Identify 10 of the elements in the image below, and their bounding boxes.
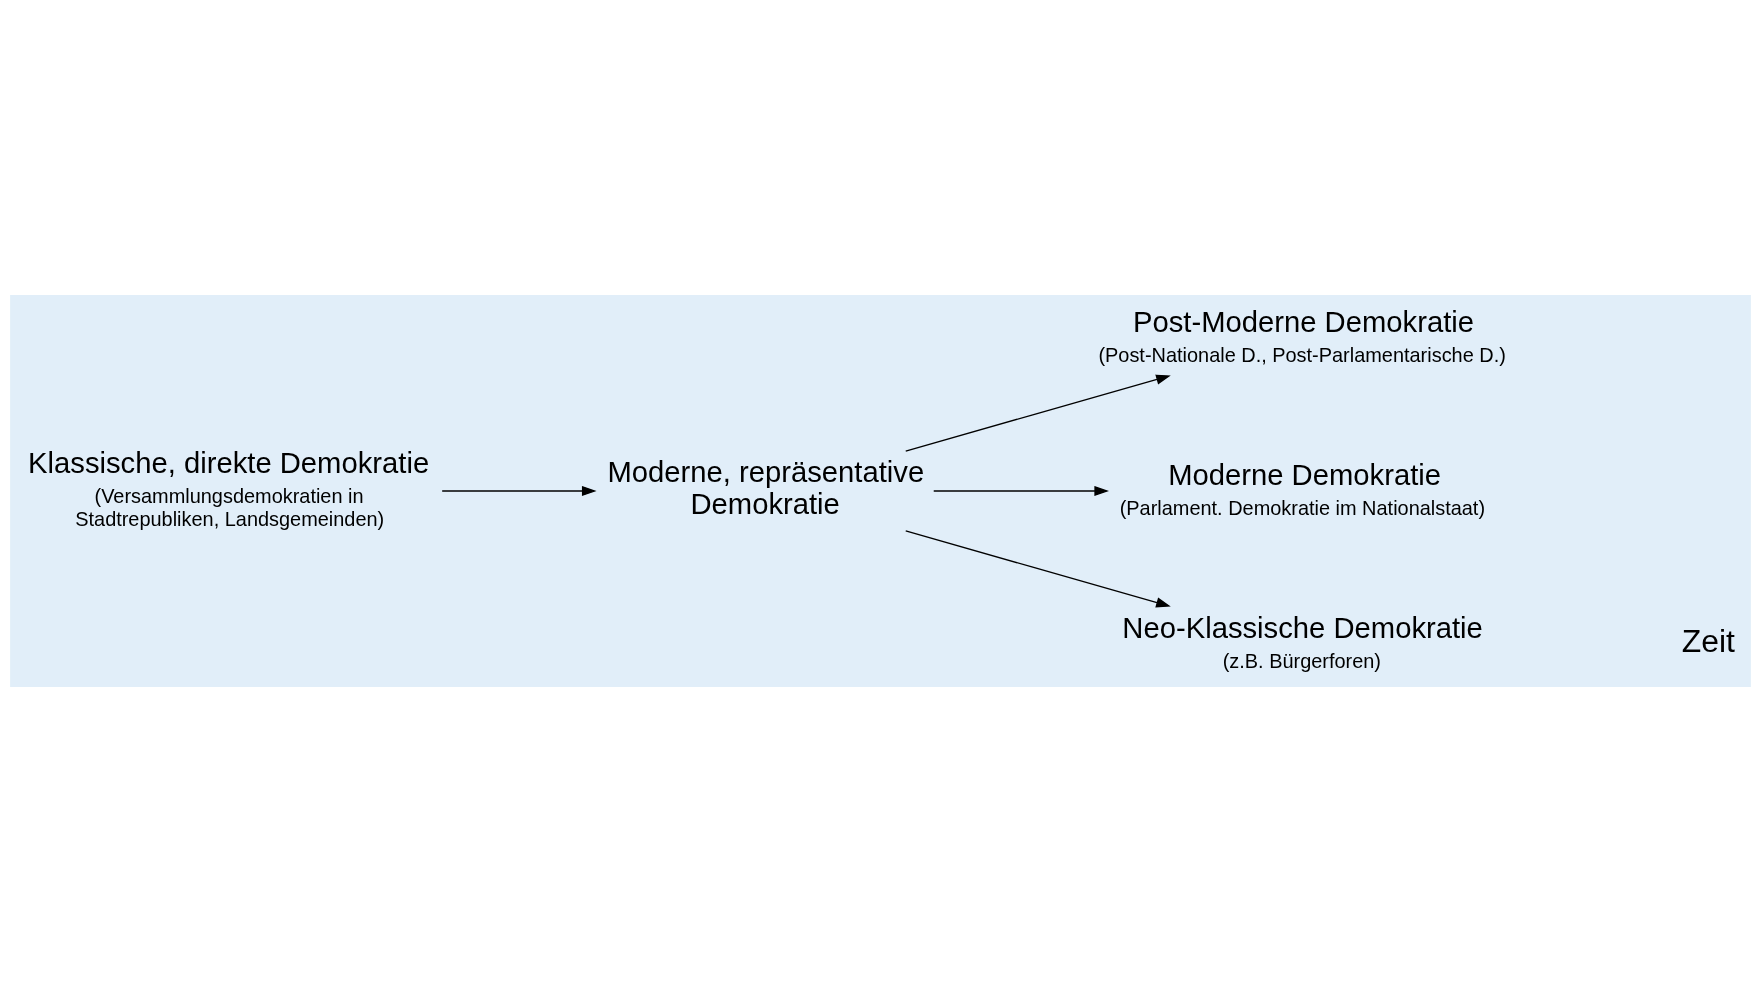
arrow: [932, 485, 1109, 496]
arrow: [904, 529, 1171, 607]
node-text: Moderne Demokratie (Parlament. Demokratie im Nationalstaat): [1119, 458, 1485, 519]
arrow: [904, 374, 1171, 452]
node-text: Post-Moderne Demokratie (Post-Nationale D., Post-Parlamentarische D.): [1097, 305, 1506, 366]
node-text: Moderne, repräsentative Demokratie: [606, 456, 924, 520]
arrow: [441, 485, 597, 496]
node-text: Neo-Klassische Demokratie (z.B. Bürgerforen): [1121, 611, 1483, 672]
label: Zeit: [1681, 622, 1735, 659]
node-text: Klassische, direkte Demokratie (Versammlungsdemokratien in Stadtrepubliken, Landsgemeinden): [27, 446, 429, 530]
